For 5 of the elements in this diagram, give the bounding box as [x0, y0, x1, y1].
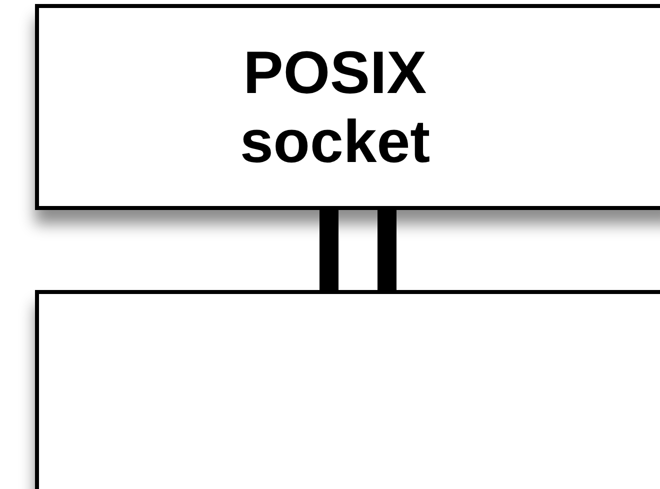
process-box [35, 290, 660, 489]
box-title: POSIX socket [238, 38, 432, 176]
connector-bar [320, 210, 338, 290]
connector-bar [378, 210, 396, 290]
process-box [35, 4, 660, 210]
